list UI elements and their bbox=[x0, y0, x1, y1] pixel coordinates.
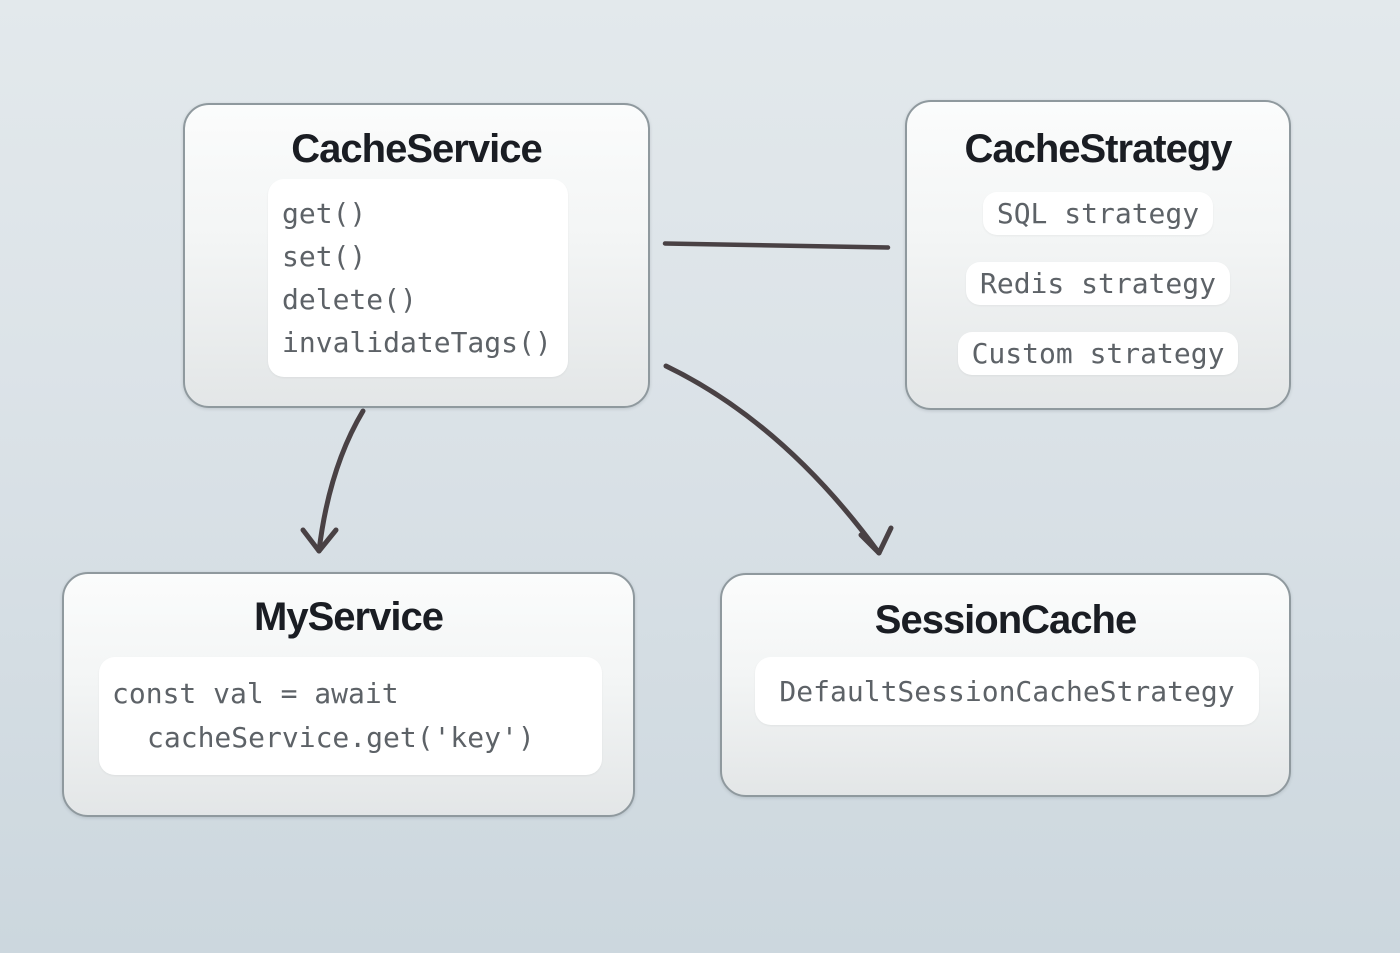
node-my-service: MyService const val = await cacheService… bbox=[62, 572, 635, 817]
node-title: MyService bbox=[254, 595, 444, 639]
my-service-code-block: const val = await cacheService.get('key'… bbox=[99, 657, 602, 775]
node-cache-strategy: CacheStrategy SQL strategy Redis strateg… bbox=[905, 100, 1291, 410]
method-item: invalidateTags() bbox=[282, 326, 552, 359]
node-cache-service: CacheService get() set() delete() invali… bbox=[183, 103, 650, 408]
code-line: const val = await bbox=[112, 677, 399, 710]
arrowhead-icon bbox=[300, 527, 339, 554]
strategy-pill-list: SQL strategy Redis strategy Custom strat… bbox=[907, 192, 1289, 375]
method-item: delete() bbox=[282, 283, 417, 316]
strategy-pill: Redis strategy bbox=[965, 262, 1230, 305]
method-item: get() bbox=[282, 197, 367, 230]
session-cache-code-block: DefaultSessionCacheStrategy bbox=[755, 657, 1259, 725]
node-title: CacheStrategy bbox=[964, 127, 1232, 171]
edge-cacheservice-cachestrategy bbox=[662, 241, 891, 250]
arrow-cacheservice-sessioncache bbox=[663, 363, 894, 556]
node-title: SessionCache bbox=[874, 598, 1137, 642]
method-item: set() bbox=[282, 240, 367, 273]
code-line: cacheService.get('key') bbox=[147, 721, 535, 754]
code-line: DefaultSessionCacheStrategy bbox=[779, 674, 1235, 708]
node-title: CacheService bbox=[291, 127, 542, 171]
strategy-pill: Custom strategy bbox=[957, 332, 1239, 375]
strategy-pill: SQL strategy bbox=[982, 192, 1214, 235]
cache-service-method-list: get() set() delete() invalidateTags() bbox=[268, 179, 568, 377]
node-session-cache: DefaultSessionCacheStrategy SessionCache bbox=[720, 573, 1291, 797]
arrowhead-icon bbox=[858, 525, 894, 556]
arrow-cacheservice-myservice bbox=[300, 408, 366, 554]
